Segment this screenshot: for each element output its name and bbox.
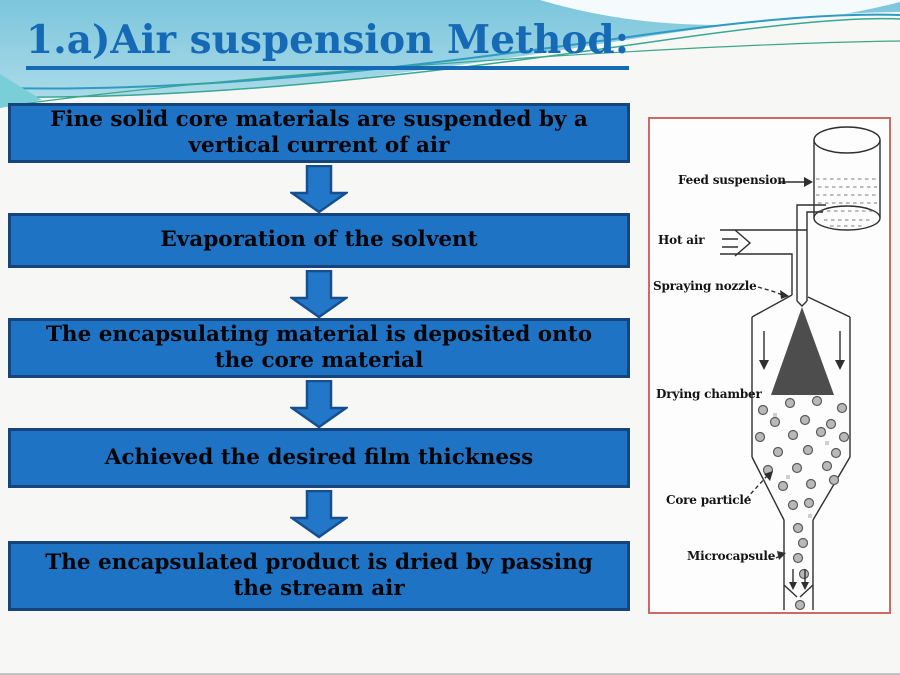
flow-step-2-label: Evaporation of the solvent: [160, 227, 478, 253]
feed-suspension-leader-arrow: [780, 177, 813, 187]
flowchart: Fine solid core materials are suspended …: [8, 103, 630, 615]
nozzle-leader-arrow: [757, 286, 789, 299]
core-particle-label: Core particle: [666, 493, 752, 507]
wave-line-teal: [0, 17, 900, 98]
microcapsule-leader-arrow: [768, 551, 786, 560]
tube-outlet-arrows: [783, 569, 814, 598]
flow-step-3: The encapsulating material is deposited …: [8, 318, 630, 378]
flow-step-1: Fine solid core materials are suspended …: [8, 103, 630, 163]
down-arrow-icon: [290, 165, 348, 214]
white-swoosh: [0, 12, 900, 132]
flow-step-1-label: Fine solid core materials are suspended …: [50, 106, 588, 158]
hot-air-label: Hot air: [658, 233, 705, 247]
spray-nozzle: [796, 300, 808, 307]
microcapsule-label: Microcapsule: [687, 549, 776, 563]
feed-tank: [813, 126, 881, 231]
core-particle-leader-arrow: [745, 471, 773, 500]
apparatus-diagram-panel: Feed suspension Hot air Spraying nozzle …: [648, 117, 891, 614]
down-arrow-icon: [290, 490, 348, 539]
down-arrow-icon: [290, 270, 348, 319]
particles: [754, 395, 850, 611]
drying-chamber-label: Drying chamber: [656, 387, 762, 401]
spray-cone: [771, 307, 834, 395]
flow-step-2: Evaporation of the solvent: [8, 213, 630, 268]
left-teal-wedge: [0, 74, 42, 108]
wave-line-blue: [0, 13, 900, 90]
flow-step-5: The encapsulated product is dried by pas…: [8, 541, 630, 611]
feed-suspension-label: Feed suspension: [678, 173, 786, 187]
down-arrow-icon: [290, 380, 348, 429]
feed-pipe: [796, 204, 826, 301]
chamber-airflow-arrows: [759, 331, 845, 370]
hot-air-arrow-icon: [722, 229, 752, 257]
slide-bottom-edge: [0, 673, 900, 675]
drying-chamber-outline: [751, 294, 851, 610]
flow-step-5-label: The encapsulated product is dried by pas…: [45, 549, 593, 601]
spraying-nozzle-label: Spraying nozzle: [653, 279, 757, 293]
hot-air-duct: [720, 229, 807, 295]
flow-step-4-label: Achieved the desired film thickness: [104, 444, 534, 470]
flow-step-3-label: The encapsulating material is deposited …: [45, 321, 593, 373]
apparatus-drawing: [720, 126, 881, 611]
page-title: 1.a)Air suspension Method:: [26, 18, 630, 70]
flow-step-4: Achieved the desired film thickness: [8, 428, 630, 488]
wave-line-green: [0, 40, 900, 108]
